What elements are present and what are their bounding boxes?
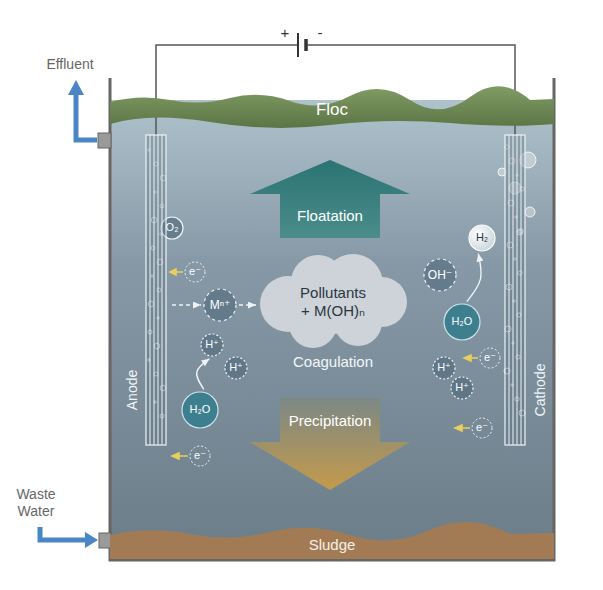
battery-plate [297,33,299,57]
gas-bubbles [148,145,536,418]
hydroxide-ion: OH⁻ [423,258,457,292]
proton-text: H⁺ [205,338,219,351]
proton: H⁺ [450,376,474,400]
water [111,100,553,559]
floatation-arrow-text: Floatation [297,207,363,225]
pollutant-cloud: Pollutants + M(OH)ₙCoagulation [258,252,408,374]
electron-label: e⁻ [194,449,206,462]
floatation-arrow-outline [250,160,410,238]
reaction-arrow [172,304,201,305]
floc-band: Floc [110,90,554,128]
hydrogen-bubble-text: H₂ [476,231,488,244]
floc-band-text: Floc [316,100,348,120]
hydroxide-ion-text: OH⁻ [428,268,452,282]
anode-electrode-text: Anode [124,370,141,410]
reaction-arrow [197,359,210,390]
process-label: Coagulation [293,353,373,371]
reaction-arrow [239,304,256,305]
inlet-label: Waste Water [11,486,61,520]
sludge-layer: Sludge [110,526,554,559]
proton: H⁺ [224,356,248,380]
hydrogen-bubble: H₂ [468,224,496,252]
outlet-label: Effluent [46,56,93,73]
effluent-arrow [76,93,97,140]
sludge-layer-text: Sludge [309,536,356,554]
proton-text: H⁺ [437,361,451,374]
precipitation-arrow-text: Precipitation [289,412,372,430]
anode-electrode: Anode [122,135,170,445]
metal-ion: Mⁿ⁺ [203,288,237,322]
water-molecule-text: H₂O [452,315,473,328]
precipitation-arrow-outline [250,398,410,490]
water-molecule: H₂O [443,303,481,341]
electron-label: e⁻ [484,351,496,364]
reaction-arrow [467,254,481,302]
inflow-arrow [40,527,86,540]
proton-text: H⁺ [455,381,469,394]
electron-label: e⁻ [476,421,488,434]
water-molecule-text: H₂O [190,403,211,416]
cathode-electrode: Cathode [500,135,550,445]
battery-plate [304,39,308,51]
precipitation-arrow: Precipitation [250,398,410,490]
polarity-sign: - [318,24,323,42]
electron-label: e⁻ [189,265,201,278]
proton: H⁺ [200,333,224,357]
water-molecule: H₂O [181,391,219,429]
floatation-arrow: Floatation [250,160,410,238]
outlet-pipe [98,133,111,148]
inflow-arrowhead [85,532,98,548]
effluent-arrowhead [68,80,84,95]
metal-ion-text: Mⁿ⁺ [210,298,231,312]
proton-text: H⁺ [229,361,243,374]
cathode-electrode-text: Cathode [532,364,549,417]
proton: H⁺ [432,356,456,380]
pollutant-cloud-text: Pollutants + M(OH)ₙ [297,284,369,320]
tank-wall [110,78,554,560]
oxygen-bubble-text: O₂ [166,221,179,234]
polarity-sign: + [281,24,290,42]
inlet-pipe [99,533,111,548]
